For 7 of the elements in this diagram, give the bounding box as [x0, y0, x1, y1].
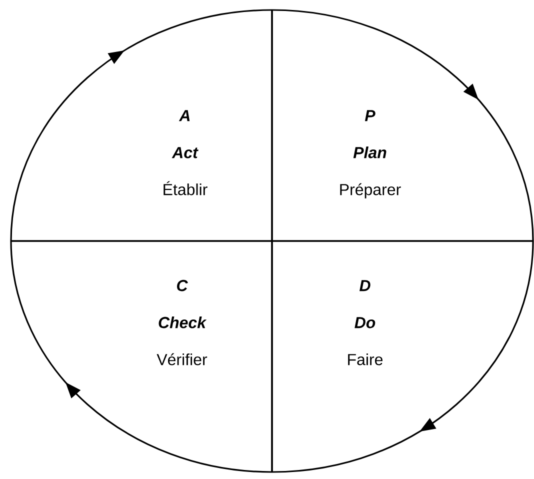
node-label: Act: [172, 147, 198, 158]
node-label: A: [178, 110, 190, 122]
quadrant: C Check Vérifier: [11, 240, 273, 472]
quadrant: D Do Faire: [271, 240, 533, 472]
node-label: Établir: [164, 181, 208, 196]
quadrant: P Plan Préparer: [271, 10, 533, 242]
cycle-arrow: [10, 9, 272, 242]
